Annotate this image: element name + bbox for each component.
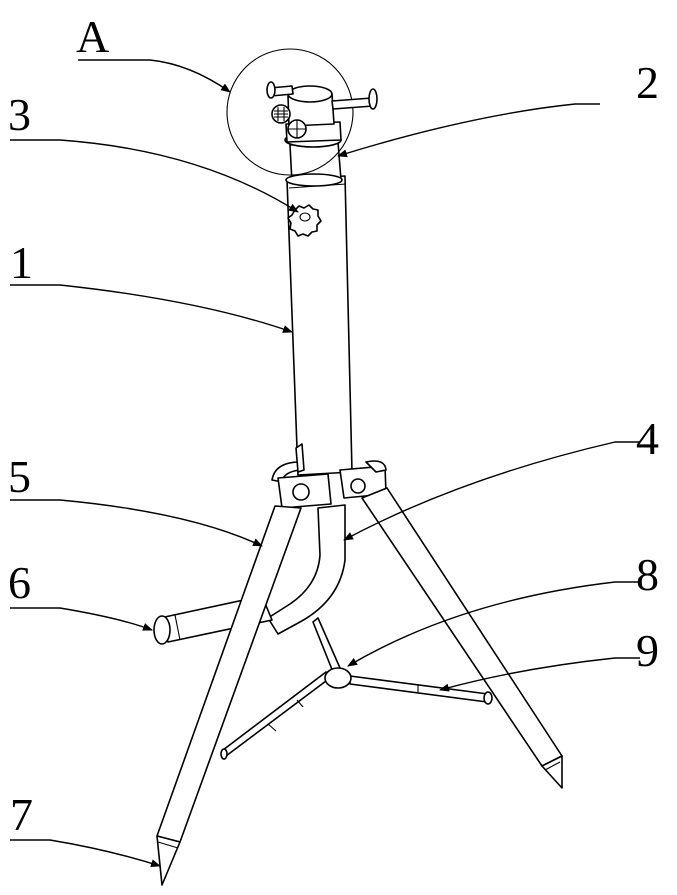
left-leg (156, 505, 302, 886)
label-7: 7 (10, 789, 33, 840)
label-1: 1 (10, 237, 33, 288)
label-8: 8 (636, 549, 659, 600)
leader-lines (10, 59, 640, 868)
right-leg (361, 487, 563, 789)
label-a: A (76, 11, 109, 62)
label-9: 9 (636, 625, 659, 676)
leg-hub (271, 443, 387, 509)
curved-handle (267, 504, 346, 635)
label-4: 4 (636, 413, 659, 464)
center-spider (220, 617, 493, 760)
callout-labels: A 2 3 1 4 5 6 8 9 7 (8, 11, 659, 840)
label-5: 5 (8, 451, 31, 502)
detail-circle-a (226, 48, 354, 176)
label-3: 3 (8, 89, 31, 140)
lock-knob (287, 204, 322, 237)
head-assembly (266, 81, 378, 148)
inner-tube (285, 141, 343, 187)
label-6: 6 (8, 557, 31, 608)
label-2: 2 (636, 57, 659, 108)
